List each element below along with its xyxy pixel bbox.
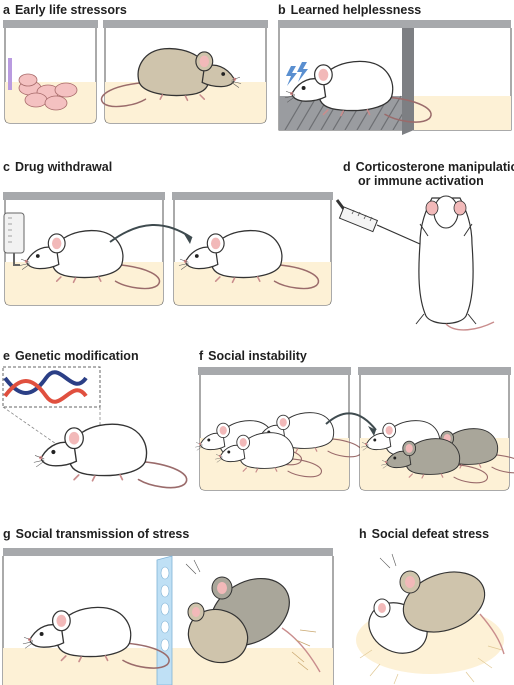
transfer-arrow — [109, 224, 193, 243]
panel-letter: g — [3, 527, 11, 541]
cage-lid — [172, 192, 333, 200]
panel-title: Learned helplessness — [290, 3, 422, 17]
panel-g-graphic — [2, 548, 334, 685]
bedding — [5, 262, 163, 305]
motion-lines — [359, 645, 503, 685]
panel-c-label: c Drug withdrawal — [3, 160, 112, 174]
panel-h-graphic — [356, 553, 505, 685]
transfer-arrow — [325, 412, 377, 431]
fighting-mice — [368, 553, 505, 655]
mouse — [32, 423, 188, 489]
pup-cluster — [18, 73, 78, 111]
panel-title: Corticosterone manipulation — [355, 160, 514, 174]
cage-lid — [3, 548, 333, 556]
bedding — [174, 262, 331, 305]
water-bottle — [3, 212, 25, 266]
panel-c-graphic — [3, 192, 333, 306]
shock-bolt-icon — [286, 62, 308, 86]
panel-e-graphic — [2, 366, 188, 489]
perforated-barrier — [156, 555, 173, 685]
fighting-mice — [185, 559, 321, 673]
panel-h-label: h Social defeat stress — [359, 527, 489, 541]
arrow-head — [184, 234, 192, 244]
panel-f-label: f Social instability — [199, 349, 307, 363]
panel-title: Social instability — [208, 349, 307, 363]
panel-e-label: e Genetic modification — [3, 349, 139, 363]
panel-title: Drug withdrawal — [14, 160, 113, 174]
motion-lines — [291, 629, 317, 671]
panel-letter: c — [3, 160, 10, 174]
cage-lid — [103, 20, 268, 28]
panel-f-graphic — [194, 367, 514, 491]
panel-b-graphic — [278, 20, 512, 135]
panel-letter: h — [359, 527, 367, 541]
panel-title: Genetic modification — [14, 349, 139, 363]
arrow-head — [368, 426, 376, 436]
cage-lid — [278, 20, 511, 28]
panel-letter: a — [3, 3, 10, 17]
heat-lamp — [8, 58, 12, 90]
panel-title: Social transmission of stress — [15, 527, 190, 541]
panel-title: Early life stressors — [14, 3, 127, 17]
panel-a-graphic — [3, 20, 268, 124]
restrained-mouse — [415, 195, 495, 331]
cage-lid — [3, 20, 98, 28]
bedding — [105, 82, 266, 123]
panel-a-label: a Early life stressors — [3, 3, 127, 17]
panel-letter: d — [343, 160, 351, 174]
cage-lid — [3, 192, 165, 200]
syringe-icon — [335, 199, 421, 245]
safe-side-bedding — [413, 96, 511, 130]
divider-wall — [402, 28, 414, 135]
cage-lid — [358, 367, 511, 375]
panel-d-graphic — [335, 195, 495, 331]
panel-title: Social defeat stress — [371, 527, 490, 541]
dna-helix-icon — [3, 370, 88, 404]
panel-letter: e — [3, 349, 10, 363]
panel-title-line2: or immune activation — [358, 174, 484, 188]
panel-letter: f — [199, 349, 204, 363]
cage-lid — [198, 367, 351, 375]
panel-letter: b — [278, 3, 286, 17]
panel-d-label: d Corticosterone manipulation or immune a… — [343, 160, 514, 188]
panel-g-label: g Social transmission of stress — [3, 527, 189, 541]
panel-b-label: b Learned helplessness — [278, 3, 421, 17]
